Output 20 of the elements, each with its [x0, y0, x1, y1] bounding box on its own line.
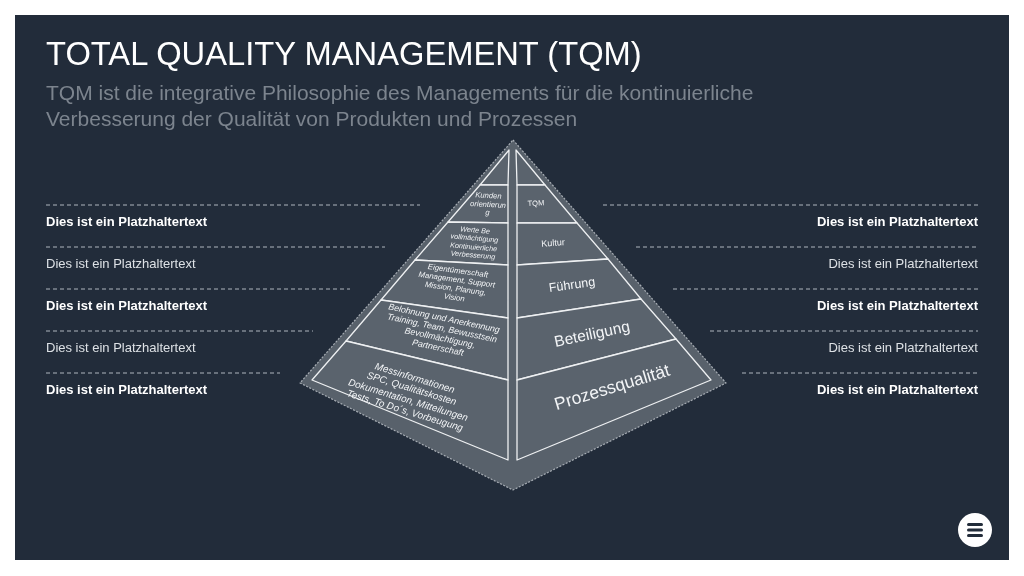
subtitle-text: TQM ist die integrative Philosophie des Managements für die kontinuierliche Verbesserung der Qualität von Produkten und Prozessen	[46, 80, 755, 132]
placeholder-text: Dies ist ein Platzhaltertext	[46, 382, 208, 398]
placeholder-text: Dies ist ein Platzhaltertext	[828, 256, 978, 272]
placeholder-text: Dies ist ein Platzhaltertext	[46, 214, 208, 230]
placeholder-text: Dies ist ein Platzhaltertext	[816, 214, 978, 230]
layer-label: Kultur	[540, 237, 566, 249]
placeholder-text: Dies ist ein Platzhaltertext	[46, 298, 208, 314]
placeholder-text: Dies ist ein Platzhaltertext	[816, 298, 978, 314]
pyramid-apex	[514, 148, 547, 187]
layer-label: Beteiligung	[552, 317, 632, 351]
pyramid-layer	[515, 257, 643, 320]
placeholder-text: Dies ist ein Platzhaltertext	[816, 382, 978, 398]
pyramid-shape	[298, 138, 728, 492]
slide-title: TOTAL QUALITY MANAGEMENT (TQM)	[46, 35, 642, 73]
placeholder-text: Dies ist ein Platzhaltertext	[46, 256, 196, 272]
layer-label: Führung	[547, 274, 597, 296]
placeholder-text: Dies ist ein Platzhaltertext	[828, 340, 978, 356]
pyramid-apex	[478, 148, 511, 187]
pyramid-layer	[515, 221, 610, 267]
placeholder-text: Dies ist ein Platzhaltertext	[46, 340, 196, 356]
